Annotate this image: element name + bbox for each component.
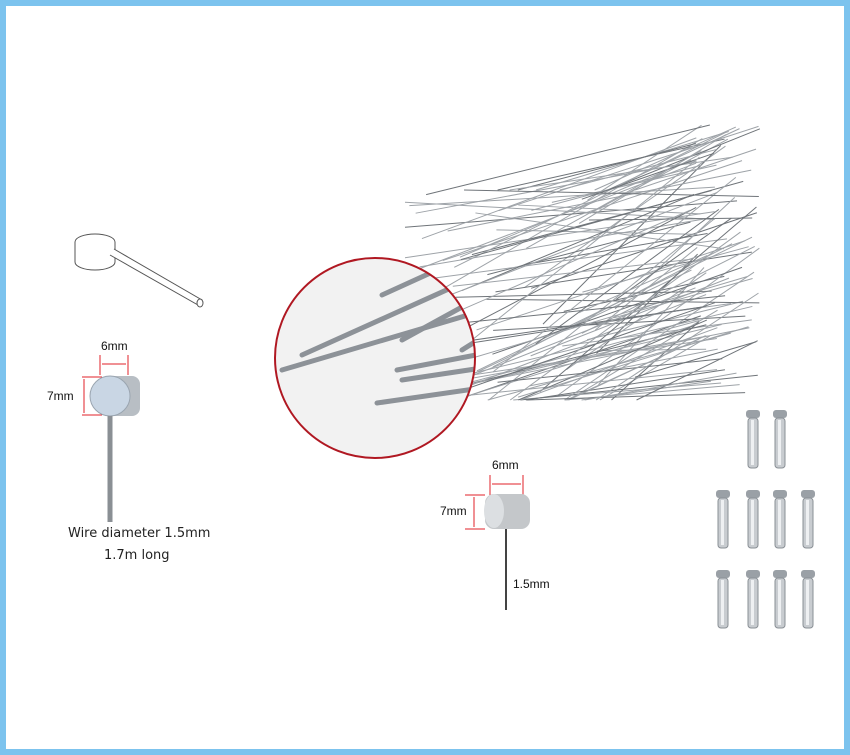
wire-strand	[492, 177, 737, 373]
end-cap	[773, 490, 787, 549]
wire-strand	[535, 208, 720, 345]
wire-strand	[509, 231, 741, 401]
wire-strand	[520, 374, 758, 401]
end-cap	[773, 410, 787, 469]
wire-strand	[445, 156, 700, 362]
wire-strand	[404, 238, 728, 283]
wire-strand	[404, 200, 738, 228]
wire-strand	[464, 189, 759, 197]
wire-strand	[496, 229, 698, 235]
wire-strand	[488, 218, 715, 401]
length-caption: 1.7m long	[104, 548, 170, 563]
end-cap	[746, 570, 760, 629]
end-cap	[746, 410, 760, 469]
wire-strand	[454, 132, 725, 268]
wire-strand	[607, 128, 761, 191]
wire-strand	[578, 134, 727, 224]
wire-strand	[518, 204, 701, 215]
wire-strand	[634, 341, 757, 378]
end-cap	[716, 490, 730, 549]
wire-strand	[409, 186, 715, 207]
wire-strand	[562, 319, 752, 347]
wire-strand	[452, 258, 693, 287]
height-label-center: 7mm	[440, 504, 467, 518]
height-label-left: 7mm	[47, 389, 74, 403]
end-cap	[801, 490, 815, 549]
wire-strand	[476, 240, 746, 331]
wire-strand	[426, 124, 710, 196]
wire-strand	[436, 276, 748, 370]
wire-strand	[421, 137, 697, 240]
wire-strand	[517, 142, 696, 191]
width-label-left: 6mm	[101, 339, 128, 353]
wire-strand	[614, 196, 736, 310]
wire-strand	[616, 217, 732, 300]
end-cap	[801, 570, 815, 629]
wire-strand	[497, 138, 725, 191]
wire-strand	[460, 305, 753, 377]
wire-strand	[459, 159, 692, 258]
wire-strand	[497, 358, 723, 383]
wire-strand	[535, 131, 729, 191]
wire-strand	[509, 156, 733, 191]
magnifier-circle	[274, 257, 476, 459]
cable-end-line-drawing	[74, 233, 204, 308]
wire-strand	[423, 369, 718, 401]
wire-strand	[475, 212, 725, 250]
wire-strand	[581, 152, 714, 200]
wire-strand	[581, 246, 755, 334]
wire-diameter-label-center: 1.5mm	[513, 577, 550, 591]
wire-strand	[486, 298, 760, 304]
wire-strand	[594, 126, 737, 191]
wire-strand	[456, 315, 701, 401]
end-caps	[716, 410, 815, 629]
wire-strand	[551, 164, 717, 203]
wire-diameter-caption: Wire diameter 1.5mm	[68, 526, 211, 541]
wire-strand	[587, 124, 702, 201]
wire-strand	[517, 326, 749, 398]
cable-end-photo-center	[465, 475, 530, 610]
end-cap	[716, 570, 730, 629]
wire-strand	[578, 254, 708, 314]
wire-strand	[447, 169, 752, 232]
cable-end-photo-left	[82, 355, 140, 522]
end-cap	[773, 570, 787, 629]
wire-strand	[518, 319, 707, 401]
wire-strand	[582, 246, 749, 293]
end-cap	[746, 490, 760, 549]
wire-strand	[584, 372, 737, 401]
wire-strand	[404, 191, 718, 313]
wire-strand	[527, 392, 746, 401]
wire-strand	[495, 251, 752, 293]
wire-strand	[525, 369, 725, 401]
wire-strand	[563, 275, 725, 312]
wire-strand	[526, 150, 702, 249]
wire-strand	[636, 340, 758, 401]
wire-strand	[498, 125, 759, 212]
width-label-center: 6mm	[492, 458, 519, 472]
wire-strand	[460, 180, 744, 261]
wire-strand	[434, 302, 715, 401]
wire-strand	[597, 348, 707, 352]
wire-strand	[531, 164, 702, 211]
wire-strand	[461, 193, 695, 292]
wire-strand	[595, 292, 759, 401]
